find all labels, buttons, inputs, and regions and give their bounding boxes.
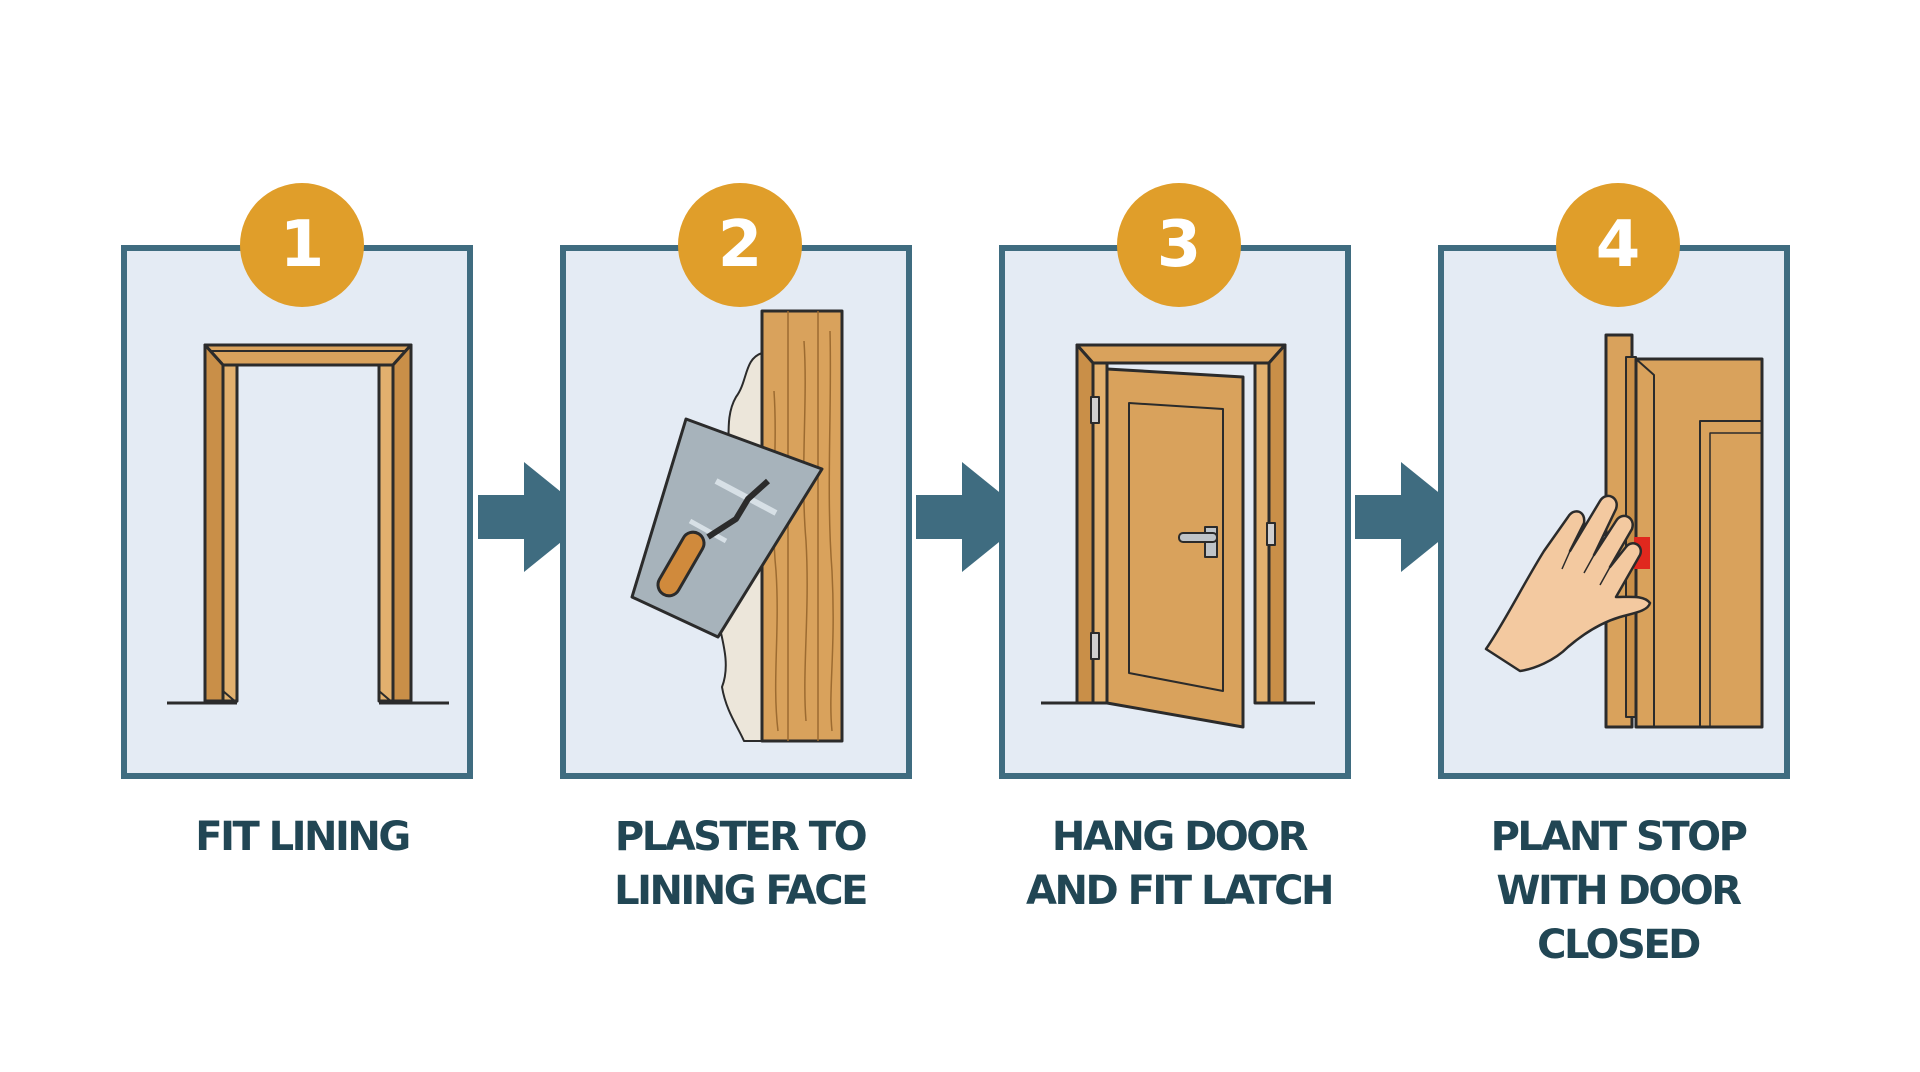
step-2-caption: PLASTER TO LINING FACE	[614, 814, 868, 914]
arrow-right-icon	[916, 462, 1030, 572]
step-3-caption: HANG DOOR AND FIT LATCH	[1026, 814, 1334, 914]
step-1-badge: 1	[240, 183, 364, 307]
hung-door-illustration	[1041, 343, 1315, 729]
arrow-right-icon	[1355, 462, 1469, 572]
arrow-right-icon	[478, 462, 592, 572]
step-3-badge: 3	[1117, 183, 1241, 307]
step-4-caption: PLANT STOP WITH DOOR CLOSED	[1490, 814, 1748, 968]
step-1-panel	[121, 245, 473, 779]
plastering-illustration	[630, 309, 844, 743]
step-1-caption: FIT LINING	[195, 814, 411, 860]
step-2-badge: 2	[678, 183, 802, 307]
step-4-badge: 4	[1556, 183, 1680, 307]
door-lining-illustration	[167, 343, 449, 705]
step-3-panel	[999, 245, 1351, 779]
step-2-panel	[560, 245, 912, 779]
door-stop-illustration	[1484, 333, 1764, 729]
step-4-panel	[1438, 245, 1790, 779]
